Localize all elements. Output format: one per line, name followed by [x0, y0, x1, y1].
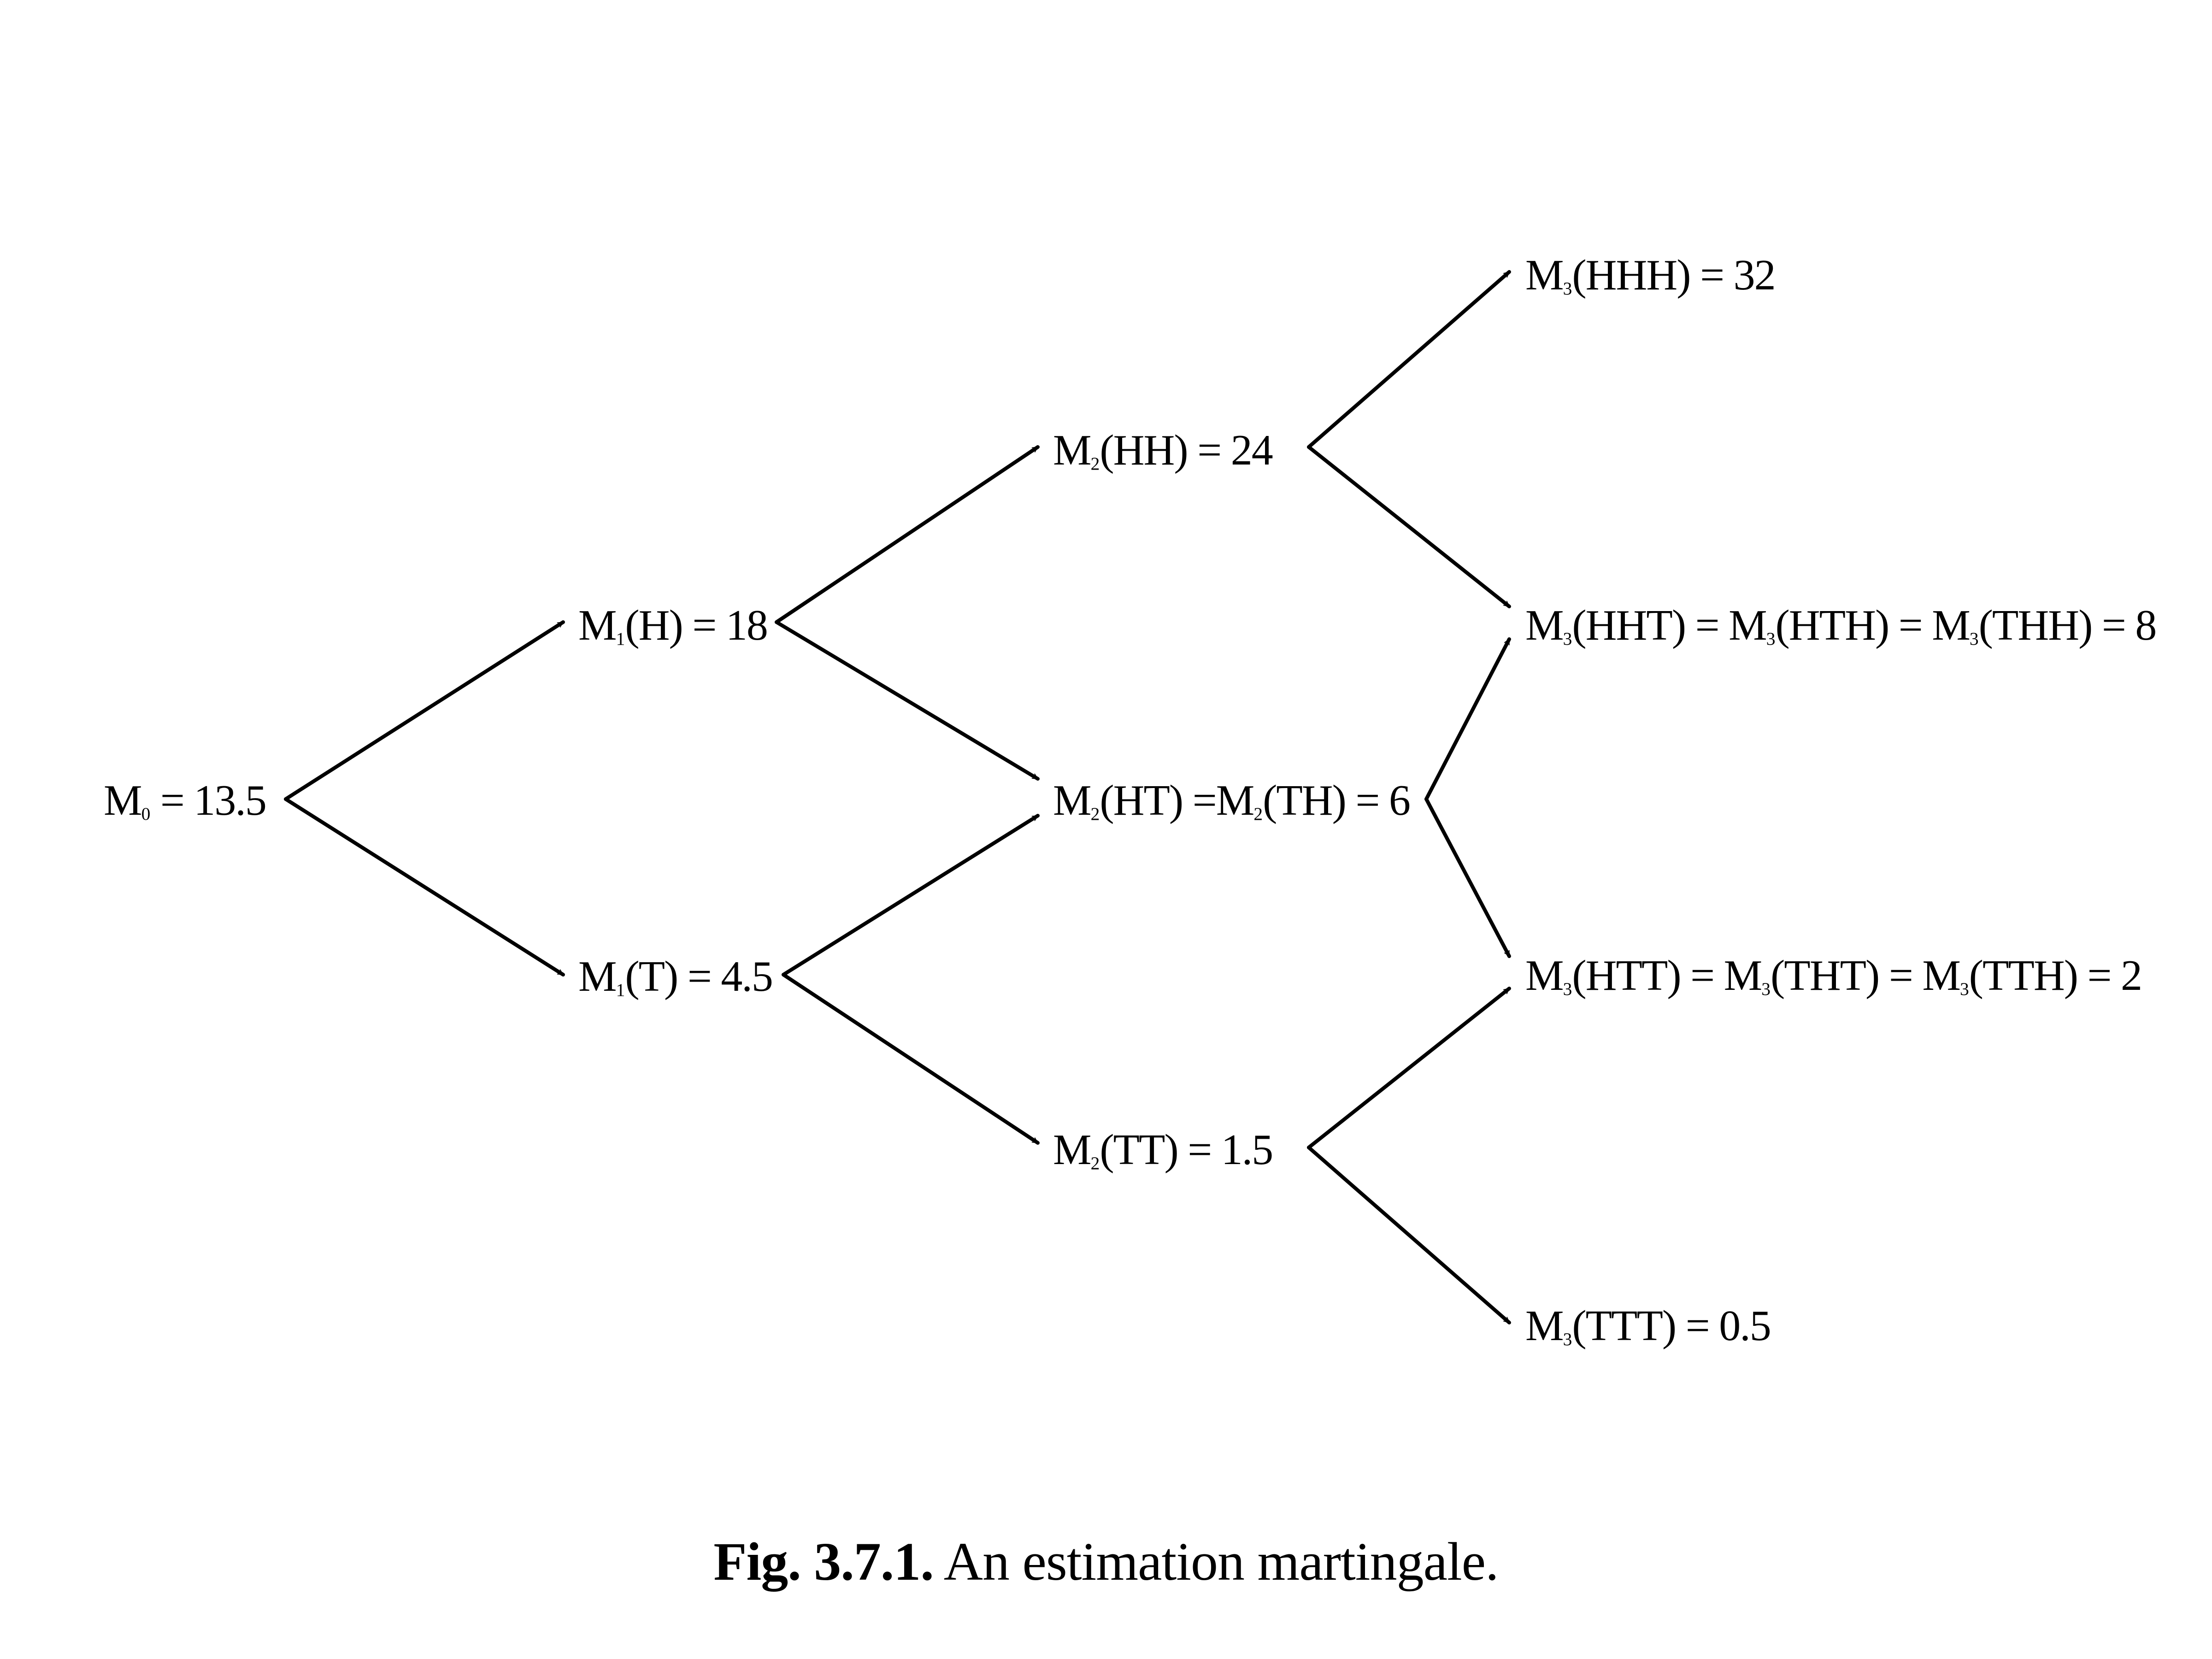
- edge-m2ht-m3hht: [1424, 637, 1511, 801]
- edge-m1h-m2ht: [775, 620, 1040, 781]
- node-m1h: M1(H) = 18: [578, 601, 768, 649]
- edge-m2ht-m3htt: [1424, 797, 1511, 958]
- edge-m2hh-m3hhh: [1307, 270, 1511, 449]
- node-m2tt: M2(TT) = 1.5: [1053, 1126, 1273, 1174]
- node-m3ttt: M3(TTT) = 0.5: [1525, 1302, 1771, 1350]
- edge-m1t-m2ht: [782, 814, 1040, 977]
- edge-m2tt-m3ttt: [1307, 1146, 1511, 1324]
- caption-text: An estimation martingale.: [933, 1531, 1499, 1592]
- edge-m1t-m2tt: [782, 973, 1040, 1145]
- edge-m0-m1t: [284, 797, 565, 977]
- node-m0: M0 = 13.5: [104, 777, 267, 824]
- node-m3htt: M3(HTT) = M3(THT) = M3(TTH) = 2: [1525, 952, 2142, 1000]
- edge-m1h-m2hh: [775, 445, 1040, 624]
- node-m2hh: M2(HH) = 24: [1053, 426, 1273, 474]
- node-m1t: M1(T) = 4.5: [578, 953, 773, 1000]
- edge-m2tt-m3htt: [1307, 987, 1511, 1149]
- edge-m2hh-m3hht: [1307, 445, 1511, 608]
- node-m3hhh: M3(HHH) = 32: [1525, 251, 1776, 299]
- edge-m0-m1h: [284, 620, 565, 801]
- caption-figure-number: Fig. 3.7.1.: [713, 1531, 934, 1592]
- node-m3hht: M3(HHT) = M3(HTH) = M3(THH) = 8: [1525, 601, 2157, 649]
- figure-caption: Fig. 3.7.1. An estimation martingale.: [0, 1535, 2212, 1589]
- node-m2ht: M2(HT) =M2(TH) = 6: [1053, 777, 1411, 824]
